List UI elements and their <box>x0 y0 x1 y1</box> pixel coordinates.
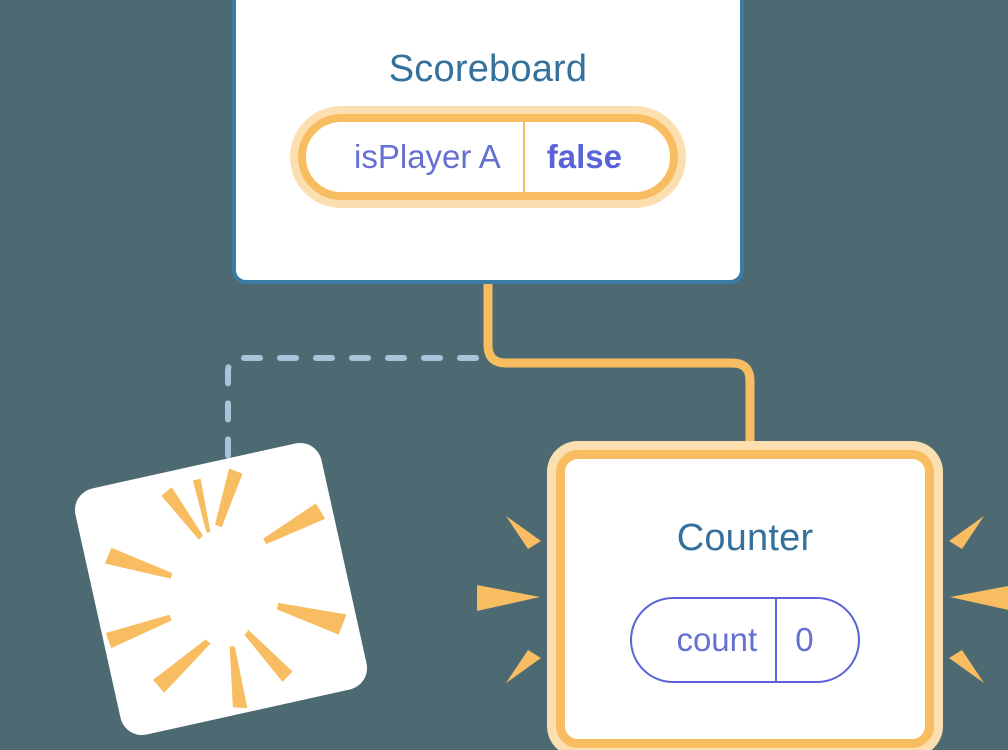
state-pill-wrap-counter: count 0 <box>565 597 925 683</box>
state-key-count: count <box>676 621 758 658</box>
state-key-isplayer-a: isPlayer A <box>354 138 501 175</box>
burst-rays-icon-counter-right <box>949 516 1008 683</box>
state-pill-isplayer-a[interactable]: isPlayer A false <box>298 114 678 200</box>
burst-rays-icon-blank-card <box>104 468 347 709</box>
burst-rays-icon-counter-left <box>477 516 541 683</box>
component-box-scoreboard[interactable]: Scoreboard isPlayer A false <box>232 0 744 284</box>
component-title-scoreboard: Scoreboard <box>388 48 588 90</box>
state-pill-count[interactable]: count 0 <box>630 597 860 683</box>
component-box-blank-card[interactable] <box>70 438 372 740</box>
component-title-counter: Counter <box>676 517 814 559</box>
state-pill-wrap-scoreboard: isPlayer A false <box>236 114 740 200</box>
solid-connector-scoreboard-to-counter <box>483 284 755 452</box>
component-box-counter[interactable]: Counter count 0 <box>556 450 934 748</box>
state-value-count: 0 <box>775 599 857 681</box>
state-value-isplayer-a: false <box>522 122 670 192</box>
